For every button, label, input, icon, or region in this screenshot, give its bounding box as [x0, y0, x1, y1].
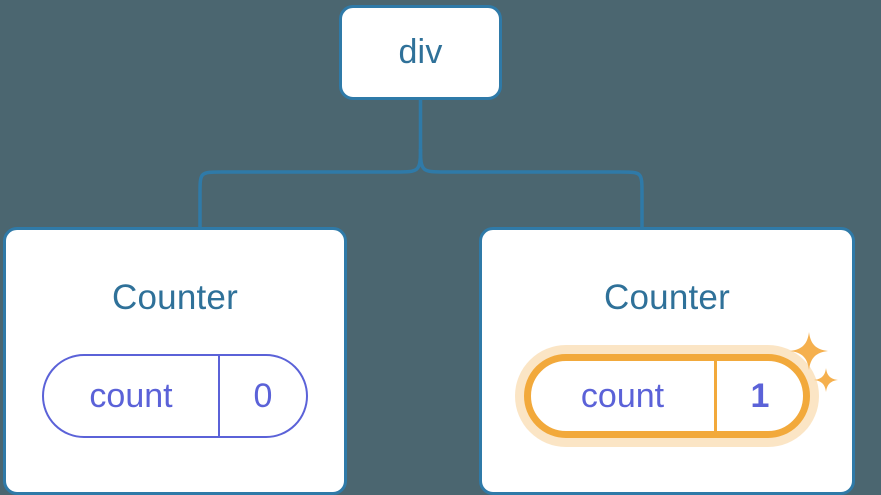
node-counter-right-title: Counter — [604, 278, 730, 317]
node-counter-left[interactable]: Counter count 0 — [3, 227, 347, 495]
state-pill-wrap-right: count 1 — [524, 332, 838, 438]
state-key-right: count — [580, 376, 665, 415]
state-pill-wrap-left: count 0 — [42, 354, 308, 438]
sparkle-icon — [814, 368, 838, 392]
node-div-label: div — [398, 33, 443, 71]
state-pill-divider-right — [714, 361, 717, 431]
state-key-left: count — [89, 376, 173, 415]
node-counter-left-title: Counter — [112, 278, 238, 317]
connector-to-left-child — [198, 148, 423, 229]
state-value-left: 0 — [253, 376, 273, 415]
node-div[interactable]: div — [339, 5, 502, 100]
state-pill-right[interactable]: count 1 — [524, 354, 810, 438]
connector-to-right-child — [418, 148, 644, 229]
state-pill-left[interactable]: count 0 — [42, 354, 308, 438]
node-counter-right[interactable]: Counter count 1 — [479, 227, 855, 495]
state-pill-divider-left — [218, 356, 220, 436]
state-value-right: 1 — [750, 376, 770, 415]
